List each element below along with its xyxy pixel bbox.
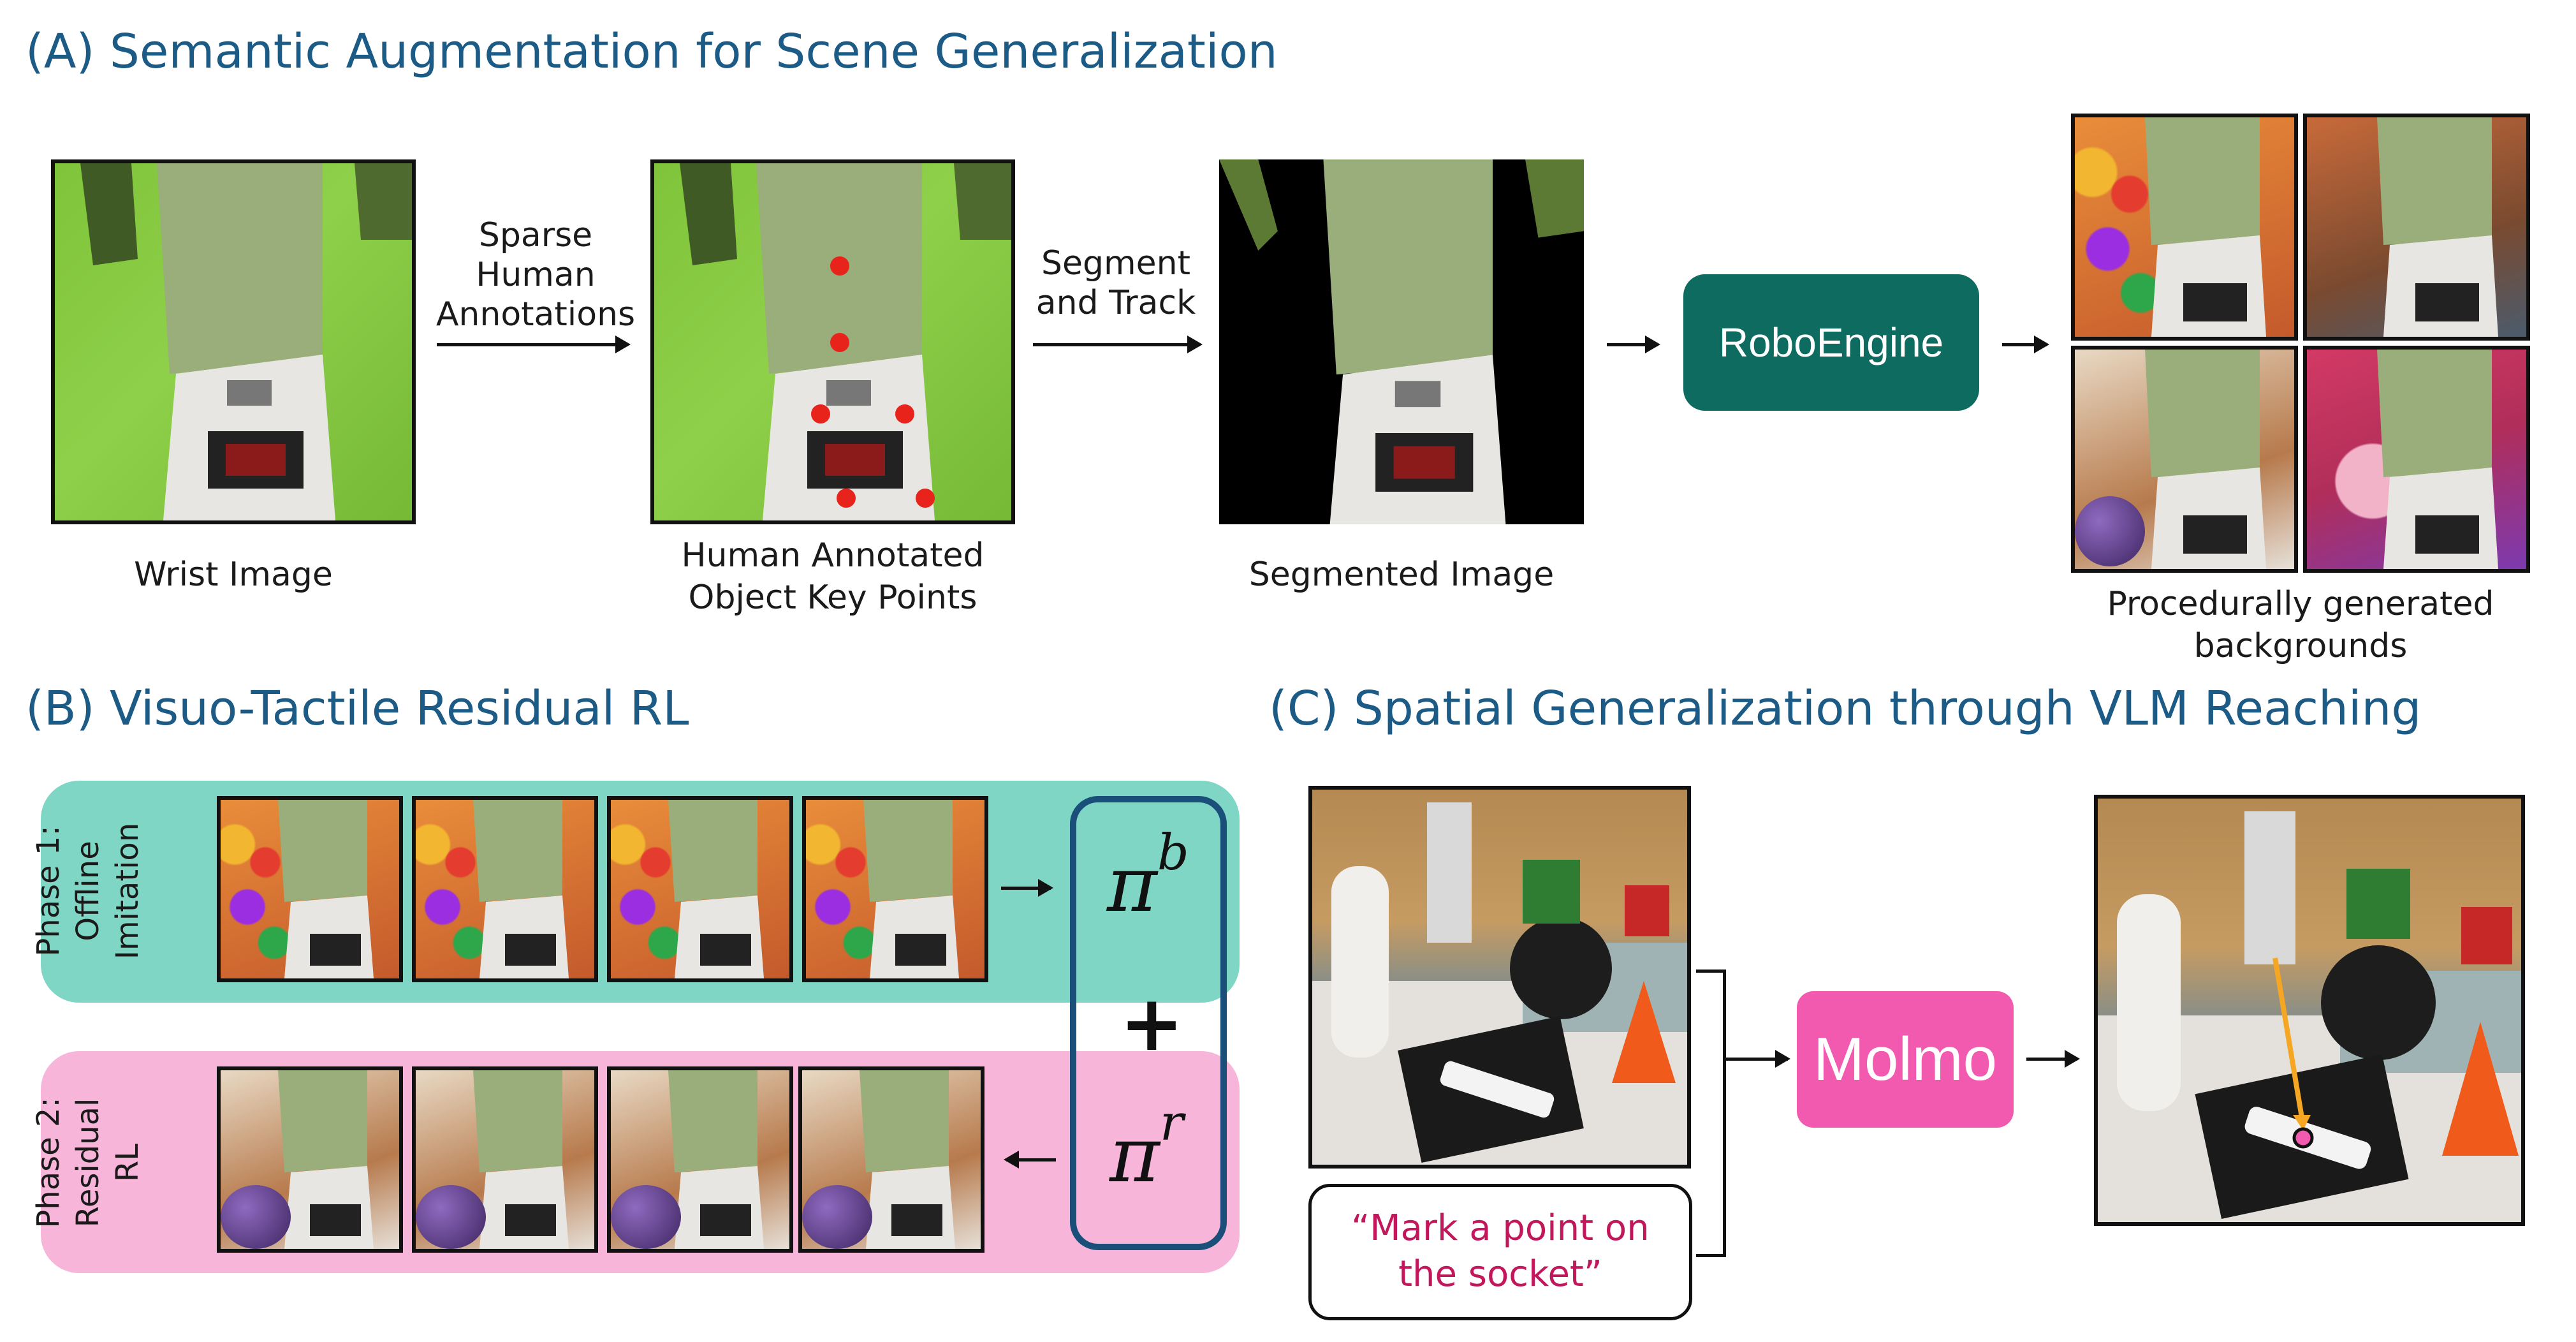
arrow1-label-line1: Sparse — [478, 216, 593, 254]
phase1-label: Phase 1: Offline Imitation — [29, 783, 150, 999]
roboengine-label: RoboEngine — [1718, 320, 1944, 365]
gripper-illustration — [668, 1070, 764, 1249]
policy-box — [1070, 796, 1227, 1250]
keypoint-marker — [837, 489, 856, 508]
gripper-illustration — [278, 1070, 374, 1249]
prompt-box — [1308, 1184, 1692, 1320]
reach-pointer-line — [2272, 957, 2304, 1118]
arrow-from-residual-policy — [1004, 1151, 1056, 1169]
base-policy-pi: π — [1107, 841, 1157, 929]
target-point-marker — [2292, 1127, 2314, 1149]
arrow-to-output-image — [2026, 1050, 2080, 1068]
keypoint-marker — [830, 333, 849, 352]
residual-policy-pi: π — [1109, 1111, 1160, 1200]
segmented-caption: Segmented Image — [1248, 556, 1555, 594]
gripper-illustration — [278, 800, 374, 978]
arrow-to-base-policy — [1001, 879, 1053, 897]
phase1-frame-4 — [802, 796, 988, 982]
residual-policy-symbol: πr — [1109, 1095, 1183, 1200]
phase1-label-line1: Phase 1: — [31, 825, 66, 957]
phase1-frame-2 — [412, 796, 598, 982]
wrist-image — [51, 159, 416, 524]
keypoint-marker — [895, 404, 914, 424]
scene-output-image — [2094, 795, 2525, 1226]
prompt-line2: the socket” — [1398, 1253, 1602, 1295]
gripper-illustration — [2377, 350, 2498, 569]
phase2-label-line1: Phase 2: — [31, 1097, 66, 1228]
section-title-c: (C) Spatial Generalization through VLM R… — [1269, 681, 2422, 736]
segmented-image — [1219, 159, 1584, 524]
roboengine-box: RoboEngine — [1683, 274, 1979, 411]
generated-background-4 — [2303, 346, 2530, 573]
phase2-frame-1 — [217, 1066, 403, 1253]
reach-pointer-head — [2293, 1115, 2311, 1130]
workspace-illustration — [2098, 811, 2521, 1222]
section-title-a: (A) Semantic Augmentation for Scene Gene… — [26, 24, 1278, 79]
gripper-illustration — [2145, 117, 2266, 337]
arrow1-label-line2: Human — [476, 256, 596, 294]
arrow-to-molmo — [1724, 1050, 1790, 1068]
bracket-connector-bottom — [1696, 1254, 1725, 1257]
phase2-label-line3: RL — [110, 1143, 145, 1183]
phase2-frame-2 — [412, 1066, 598, 1253]
grapes-shape — [221, 1185, 291, 1249]
keypoint-marker — [916, 489, 935, 508]
backgrounds-caption-line1: Procedurally generated — [2107, 585, 2494, 623]
generated-background-3 — [2071, 346, 2298, 573]
backgrounds-caption-line2: backgrounds — [2193, 627, 2408, 665]
base-policy-symbol: πb — [1107, 824, 1189, 929]
scene-input-image — [1308, 786, 1691, 1169]
arrow-segment-track — [1033, 336, 1203, 353]
gripper-illustration — [2377, 117, 2498, 337]
molmo-box: Molmo — [1797, 991, 2014, 1128]
grapes-shape — [2075, 496, 2145, 566]
plus-sign: + — [1120, 980, 1184, 1068]
phase1-label-line3: Imitation — [110, 822, 145, 960]
arrow-sparse-annotations — [437, 336, 631, 353]
phase2-label-line2: Residual — [70, 1098, 106, 1228]
gripper-illustration — [668, 800, 764, 978]
phase2-frame-3 — [607, 1066, 793, 1253]
residual-policy-superscript: r — [1159, 1095, 1184, 1152]
phase2-frame-4 — [798, 1066, 984, 1253]
phase1-label-line2: Offline — [70, 841, 106, 941]
arrow1-label-line3: Annotations — [435, 295, 636, 334]
bracket-connector-top — [1696, 970, 1725, 973]
molmo-label: Molmo — [1813, 1025, 1998, 1093]
grapes-shape — [611, 1185, 681, 1249]
phase1-frame-3 — [607, 796, 793, 982]
base-policy-superscript: b — [1157, 824, 1189, 881]
gripper-illustration — [863, 800, 959, 978]
gripper-illustration — [55, 163, 412, 520]
arrow-to-backgrounds — [2002, 336, 2049, 353]
grapes-shape — [802, 1185, 872, 1249]
keypoint-marker — [811, 404, 830, 424]
arrow2-label-line2: and Track — [1036, 284, 1196, 322]
gripper-illustration — [1219, 159, 1584, 524]
annotated-caption-line1: Human Annotated — [681, 536, 984, 575]
phase1-frame-1 — [217, 796, 403, 982]
gripper-illustration — [473, 800, 569, 978]
generated-background-2 — [2303, 114, 2530, 341]
gripper-illustration — [860, 1070, 955, 1249]
arrow2-label-line1: Segment — [1041, 244, 1190, 283]
workspace-illustration — [1312, 802, 1687, 1165]
gripper-illustration — [473, 1070, 569, 1249]
arrow-to-roboengine — [1607, 336, 1660, 353]
grapes-shape — [416, 1185, 486, 1249]
prompt-line1: “Mark a point on — [1351, 1207, 1650, 1249]
bracket-connector-vertical — [1723, 970, 1726, 1257]
annotated-image — [650, 159, 1015, 524]
generated-background-1 — [2071, 114, 2298, 341]
annotated-caption-line2: Object Key Points — [688, 579, 977, 617]
gripper-illustration — [2145, 350, 2266, 569]
wrist-image-caption: Wrist Image — [134, 556, 333, 594]
keypoint-marker — [830, 256, 849, 276]
phase2-label: Phase 2: Residual RL — [29, 1054, 150, 1271]
section-title-b: (B) Visuo-Tactile Residual RL — [26, 681, 689, 736]
